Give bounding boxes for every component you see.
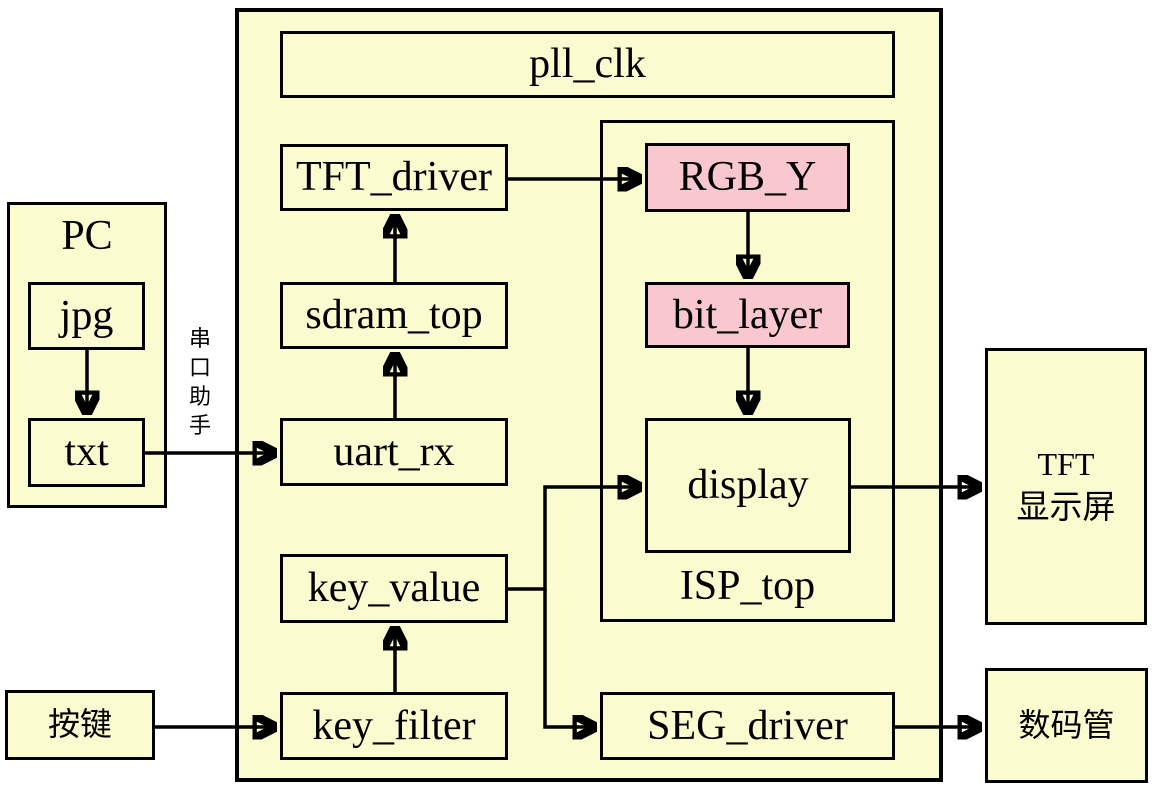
- block-bit-layer: bit_layer: [645, 282, 850, 348]
- block-tft-driver: TFT_driver: [280, 144, 508, 211]
- block-isp-top: RGB_Y bit_layer display ISP_top: [600, 120, 895, 622]
- block-key-input: 按键: [5, 690, 155, 760]
- block-key-filter: key_filter: [280, 692, 508, 760]
- block-seg-driver: SEG_driver: [600, 692, 895, 760]
- isp-top-label: ISP_top: [679, 562, 816, 609]
- block-seg-display: 数码管: [985, 668, 1148, 783]
- serial-helper-label: 串口助手: [188, 326, 211, 439]
- tft-screen-line2: 显示屏: [1016, 489, 1116, 526]
- block-jpg: jpg: [28, 282, 145, 350]
- block-key-value: key_value: [280, 554, 508, 623]
- pc-label: PC: [61, 213, 113, 259]
- block-sdram-top: sdram_top: [280, 282, 508, 349]
- tft-screen-line1: TFT: [1037, 445, 1095, 482]
- block-txt: txt: [28, 418, 145, 487]
- block-tft-screen: TFT 显示屏: [985, 348, 1147, 625]
- block-pll-clk: pll_clk: [280, 31, 895, 98]
- block-rgb-y: RGB_Y: [645, 143, 850, 212]
- block-pc: PC jpg txt: [7, 202, 167, 508]
- block-uart-rx: uart_rx: [280, 418, 508, 486]
- block-display: display: [645, 418, 851, 553]
